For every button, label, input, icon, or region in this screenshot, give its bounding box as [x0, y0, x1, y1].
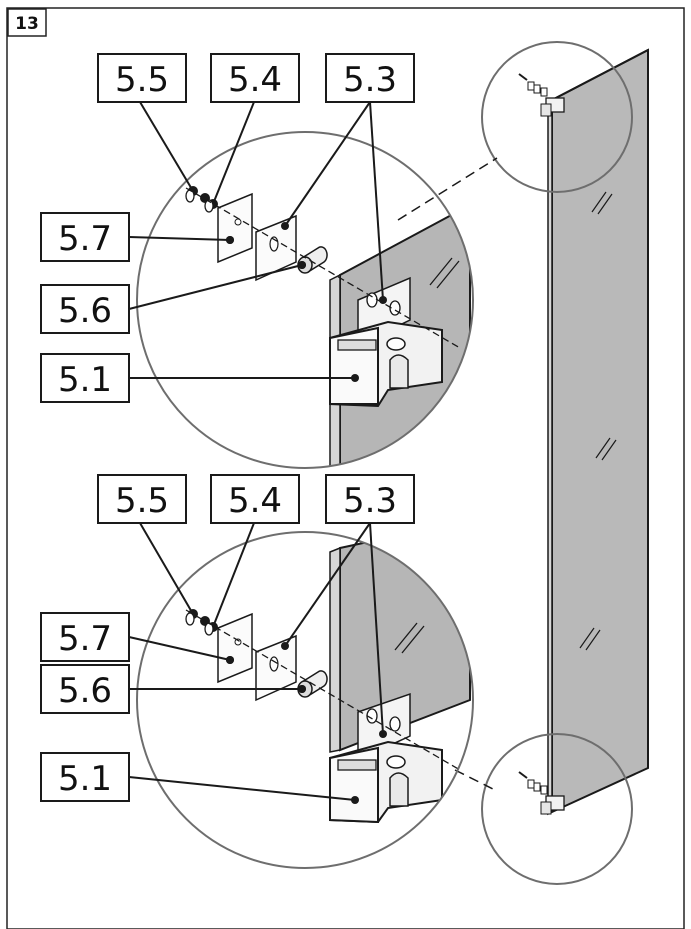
glass-reflection-marks	[579, 191, 617, 651]
hinge-body-bottom	[329, 740, 443, 824]
svg-text:5.1: 5.1	[58, 759, 112, 799]
panel-hinge-bottom	[518, 771, 565, 815]
label-5-7-bottom: 5.7	[40, 612, 130, 662]
detail-top	[136, 131, 474, 469]
label-5-4-bottom: 5.4	[210, 474, 300, 524]
labels-top: 5.5 5.4 5.3 5.7 5.6 5.1	[40, 53, 415, 403]
svg-text:5.6: 5.6	[58, 671, 112, 711]
labels-bottom: 5.5 5.4 5.3 5.7 5.6 5.1	[40, 474, 415, 802]
label-5-3-top: 5.3	[325, 53, 415, 103]
label-5-6-bottom: 5.6	[40, 664, 130, 714]
svg-text:5.5: 5.5	[115, 481, 169, 521]
svg-text:5.3: 5.3	[343, 60, 397, 100]
detail-bottom	[136, 531, 474, 869]
callout-circle-bottom-small	[481, 733, 633, 885]
label-5-4-top: 5.4	[210, 53, 300, 103]
step-badge: 13	[7, 8, 47, 37]
detail-circle-bottom	[136, 531, 474, 869]
label-5-3-bottom: 5.3	[325, 474, 415, 524]
label-5-5-bottom: 5.5	[97, 474, 187, 524]
svg-text:5.5: 5.5	[115, 60, 169, 100]
glass-panel	[518, 48, 649, 816]
hinge-body-top	[329, 320, 443, 408]
leader-lines	[128, 101, 384, 801]
leader-dots	[226, 236, 387, 804]
svg-text:5.3: 5.3	[343, 481, 397, 521]
screw-set-top	[185, 186, 218, 213]
svg-text:5.4: 5.4	[228, 60, 282, 100]
page-frame	[6, 7, 685, 929]
spacer-top	[297, 246, 328, 274]
label-5-7-top: 5.7	[40, 212, 130, 262]
svg-text:5.7: 5.7	[58, 619, 112, 659]
svg-text:5.1: 5.1	[58, 360, 112, 400]
panel-hinge-top	[518, 73, 565, 117]
label-5-1-bottom: 5.1	[40, 752, 130, 802]
connector-top	[397, 157, 498, 221]
svg-text:5.6: 5.6	[58, 291, 112, 331]
svg-text:5.7: 5.7	[58, 219, 112, 259]
svg-text:5.4: 5.4	[228, 481, 282, 521]
detail-circle-top	[136, 131, 474, 469]
step-number: 13	[15, 14, 39, 34]
callout-circle-top-small	[481, 41, 633, 193]
label-5-6-top: 5.6	[40, 284, 130, 334]
label-5-5-top: 5.5	[97, 53, 187, 103]
connector-bottom	[454, 769, 496, 791]
label-5-1-top: 5.1	[40, 353, 130, 403]
